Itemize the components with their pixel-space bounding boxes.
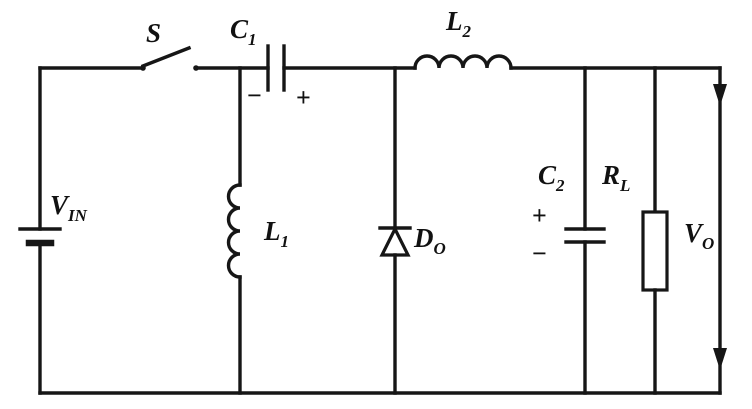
label-do: DO	[413, 223, 446, 258]
label-l1: L1	[263, 216, 289, 251]
battery-vin	[18, 66, 62, 395]
l2-coil	[413, 54, 513, 70]
do-triangle	[379, 225, 411, 257]
capacitor-c2	[564, 66, 606, 395]
label-c1-minus: −	[247, 81, 262, 110]
inductor-l2	[413, 54, 722, 70]
resistor-rl	[641, 66, 669, 395]
capacitor-c1	[266, 44, 417, 92]
label-c1-plus: +	[296, 83, 311, 112]
label-c1: C1	[230, 14, 257, 49]
label-vo: VO	[684, 218, 714, 253]
label-c2: C2	[538, 160, 565, 195]
label-vin: VIN	[50, 190, 88, 225]
switch-s	[38, 45, 270, 71]
rl-body	[641, 210, 669, 292]
label-s: S	[146, 18, 161, 48]
vo-arrow-bottom	[713, 348, 727, 370]
l1-coil	[226, 183, 242, 279]
label-l2: L2	[445, 6, 472, 41]
vo-arrow-top	[713, 84, 727, 106]
switch-blade	[140, 45, 192, 69]
label-c2-minus: −	[532, 239, 547, 268]
label-c2-plus: +	[532, 201, 547, 230]
inductor-l1	[226, 66, 242, 395]
diode-do	[378, 66, 412, 395]
label-rl: RL	[601, 160, 630, 195]
